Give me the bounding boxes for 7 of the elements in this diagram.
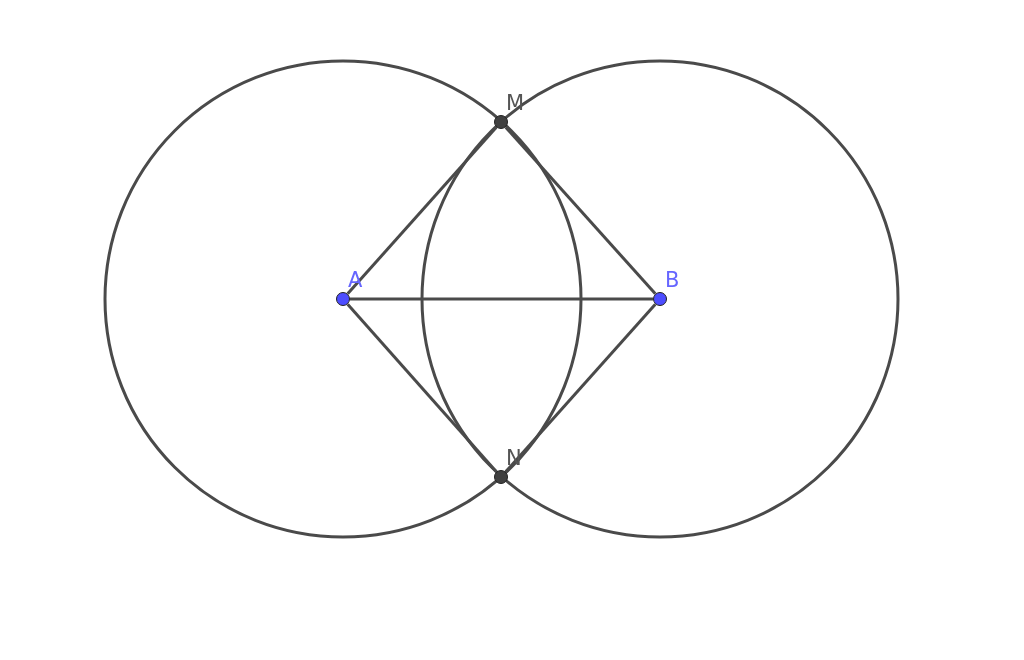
line-segment — [504, 126, 657, 295]
line-segment — [504, 303, 657, 473]
point-label: B — [665, 268, 680, 292]
line-segment — [346, 126, 498, 295]
point-label: M — [506, 91, 525, 115]
line-segment — [350, 297, 653, 301]
line-segment — [346, 303, 498, 473]
